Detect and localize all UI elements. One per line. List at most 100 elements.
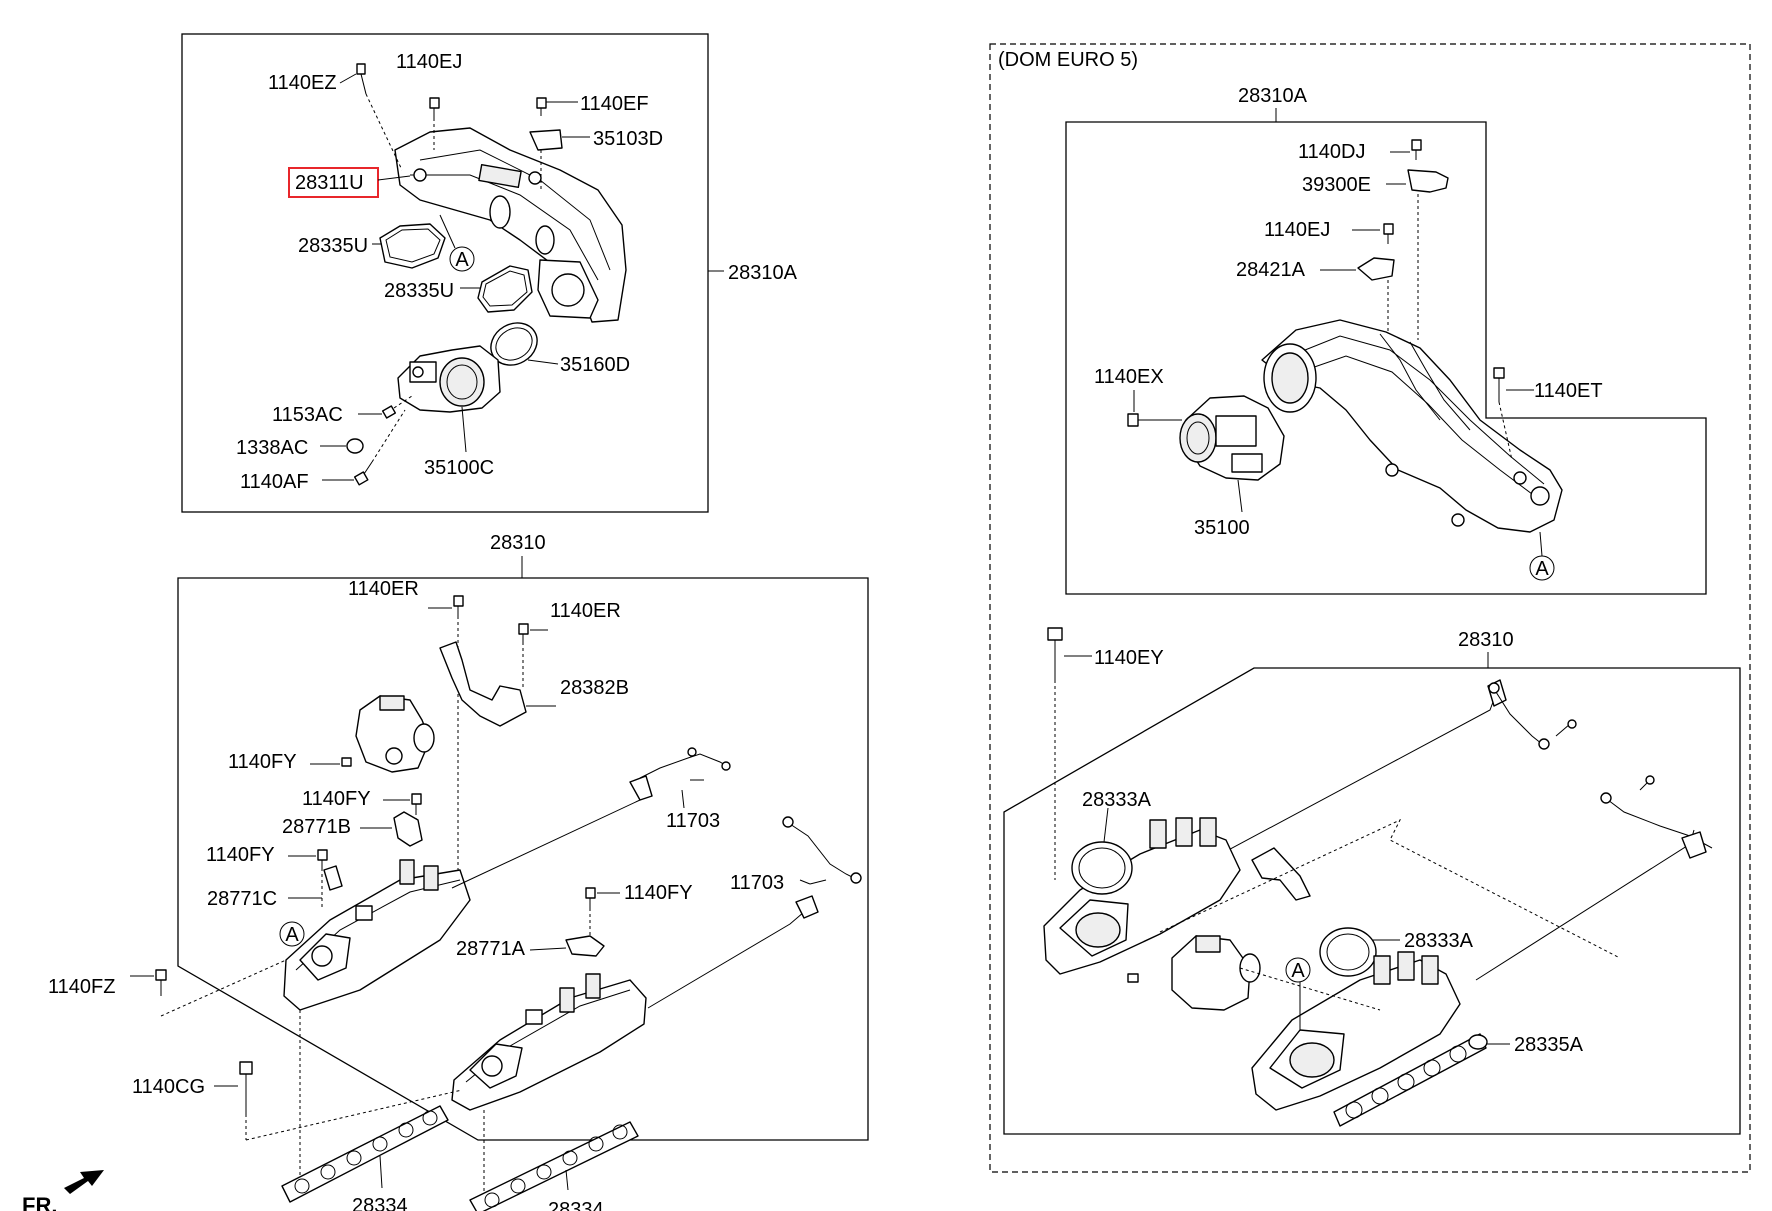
label-28382B: 28382B <box>560 677 629 699</box>
label-35100: 35100 <box>1194 517 1250 539</box>
lower-manifold-b-drawing <box>451 973 647 1111</box>
label-35103D: 35103D <box>593 128 663 150</box>
pin-euro5-a-icon <box>1555 719 1577 737</box>
gasket-28335U-b-icon <box>477 265 533 313</box>
gasket-28335A-icon <box>1333 1033 1510 1127</box>
frame-euro5-lower-assembly <box>1003 667 1741 1135</box>
label-28333A-a: 28333A <box>1082 789 1152 811</box>
bracket-28771B-icon <box>393 811 423 847</box>
label-1140EJ-right: 1140EJ <box>1264 219 1330 241</box>
bracket-28771C-icon <box>323 865 343 891</box>
label-28334-a: 28334 <box>352 1195 408 1211</box>
ref-marker-a-euro5-lower-text: A <box>1291 960 1305 982</box>
sensor-39300E-icon <box>1407 169 1449 193</box>
pin-euro5-b-icon <box>1639 775 1655 791</box>
bolt-1140DJ-icon <box>1390 139 1422 160</box>
label-11703-a: 11703 <box>666 810 720 832</box>
nut-1338AC-icon <box>320 438 364 454</box>
label-28310A-right: 28310A <box>1238 85 1308 107</box>
label-28311U: 28311U <box>295 172 364 194</box>
label-11703-b: 11703 <box>730 872 784 894</box>
label-1140FY-a: 1140FY <box>228 751 297 773</box>
ref-marker-a-upper <box>449 246 475 272</box>
intake-manifold-drawing <box>394 127 627 323</box>
rod-11703-a <box>451 784 641 889</box>
bolt-1140ER-b-icon <box>518 623 548 690</box>
gasket-28333A-b-icon <box>1319 927 1377 977</box>
euro5-intake-manifold-drawing <box>1261 319 1563 533</box>
euro5-lower-manifold-a-drawing <box>1043 817 1311 975</box>
ref-marker-a-lower <box>279 921 305 947</box>
label-1140FY-d: 1140FY <box>624 882 693 904</box>
label-28421A: 28421A <box>1236 259 1306 281</box>
bolt-1140EY-icon <box>1047 627 1092 680</box>
bolt-1140CG-icon <box>214 1061 253 1114</box>
euro5-lower-manifold-b-drawing <box>1251 951 1461 1111</box>
bracket-35103D-icon <box>529 129 563 151</box>
pin-11703-a-icon <box>681 779 704 809</box>
gasket-28334-a-icon <box>281 1105 449 1203</box>
label-1140AF: 1140AF <box>240 471 309 493</box>
label-39300E: 39300E <box>1302 174 1371 196</box>
bolt-1140ER-a-icon <box>453 595 464 900</box>
gasket-28335U-icon <box>379 223 446 269</box>
bracket-28771A-icon <box>565 935 605 957</box>
label-1140FY-b: 1140FY <box>302 788 371 810</box>
bolt-1140FY-a-icon <box>310 757 352 767</box>
label-28310A-left: 28310A <box>728 262 798 284</box>
front-arrow-icon <box>64 1170 104 1194</box>
label-1140ER-b: 1140ER <box>550 600 621 622</box>
pin-11703-b-icon <box>809 879 827 885</box>
bolt-1140EX-icon <box>1127 390 1182 427</box>
label-28333A-b: 28333A <box>1404 930 1474 952</box>
bolt-1140EJ-icon <box>429 97 440 150</box>
label-1153AC: 1153AC <box>272 404 343 426</box>
gasket-28333A-a-icon <box>1071 841 1133 895</box>
bracket-28382B-icon <box>439 641 527 727</box>
label-1140DJ: 1140DJ <box>1298 141 1365 163</box>
direction-label: FR. <box>22 1193 57 1211</box>
label-28335U-b: 28335U <box>384 280 454 302</box>
label-1140CG: 1140CG <box>132 1076 205 1098</box>
label-28334-b: 28334 <box>548 1199 604 1211</box>
rod-11703-b <box>647 911 805 1009</box>
label-28771A: 28771A <box>456 938 526 960</box>
label-28771B: 28771B <box>282 816 351 838</box>
throttle-body-35100C-drawing <box>397 345 501 413</box>
frame-intake-lower-assembly <box>177 577 869 1141</box>
label-35160D: 35160D <box>560 354 630 376</box>
label-1140ER-a: 1140ER <box>348 578 419 600</box>
bolt-1140ET-icon <box>1493 367 1534 461</box>
ref-marker-a-euro5-upper-text: A <box>1535 558 1549 580</box>
bolt-1140FZ-icon <box>130 969 167 996</box>
throttle-body-35100-drawing <box>1179 395 1285 481</box>
frame-intake-manifold-assembly <box>181 33 709 513</box>
ref-marker-a-upper-text: A <box>455 249 469 271</box>
label-28771C: 28771C <box>207 888 277 910</box>
label-28335U-a: 28335U <box>298 235 368 257</box>
ref-marker-a-lower-text: A <box>285 924 299 946</box>
label-1140EY: 1140EY <box>1094 647 1164 669</box>
bolt-1140EZ-icon <box>356 63 403 171</box>
bolt-1140EF-icon <box>536 97 578 116</box>
gasket-28334-b-icon <box>469 1121 639 1211</box>
bracket-28421A-icon <box>1357 257 1395 281</box>
label-dom-euro5: (DOM EURO 5) <box>998 49 1138 71</box>
frame-euro5-upper-assembly <box>1065 121 1707 595</box>
rod-euro5-b <box>1475 829 1695 981</box>
label-1140EJ: 1140EJ <box>396 51 462 73</box>
label-1140EX: 1140EX <box>1094 366 1164 388</box>
bolt-1140AF-icon <box>322 409 406 486</box>
label-28310-left: 28310 <box>490 532 546 554</box>
ref-marker-a-euro5-lower <box>1285 957 1311 983</box>
label-1140ET: 1140ET <box>1534 380 1603 402</box>
label-1140FZ: 1140FZ <box>48 976 115 998</box>
label-1140EF: 1140EF <box>580 93 649 115</box>
label-1338AC: 1338AC <box>236 437 308 459</box>
lower-manifold-a-drawing <box>283 859 471 1011</box>
frame-dom-euro5 <box>989 43 1751 1173</box>
bolt-1140FY-c-icon <box>288 849 328 868</box>
screw-1153AC-icon <box>358 395 413 419</box>
